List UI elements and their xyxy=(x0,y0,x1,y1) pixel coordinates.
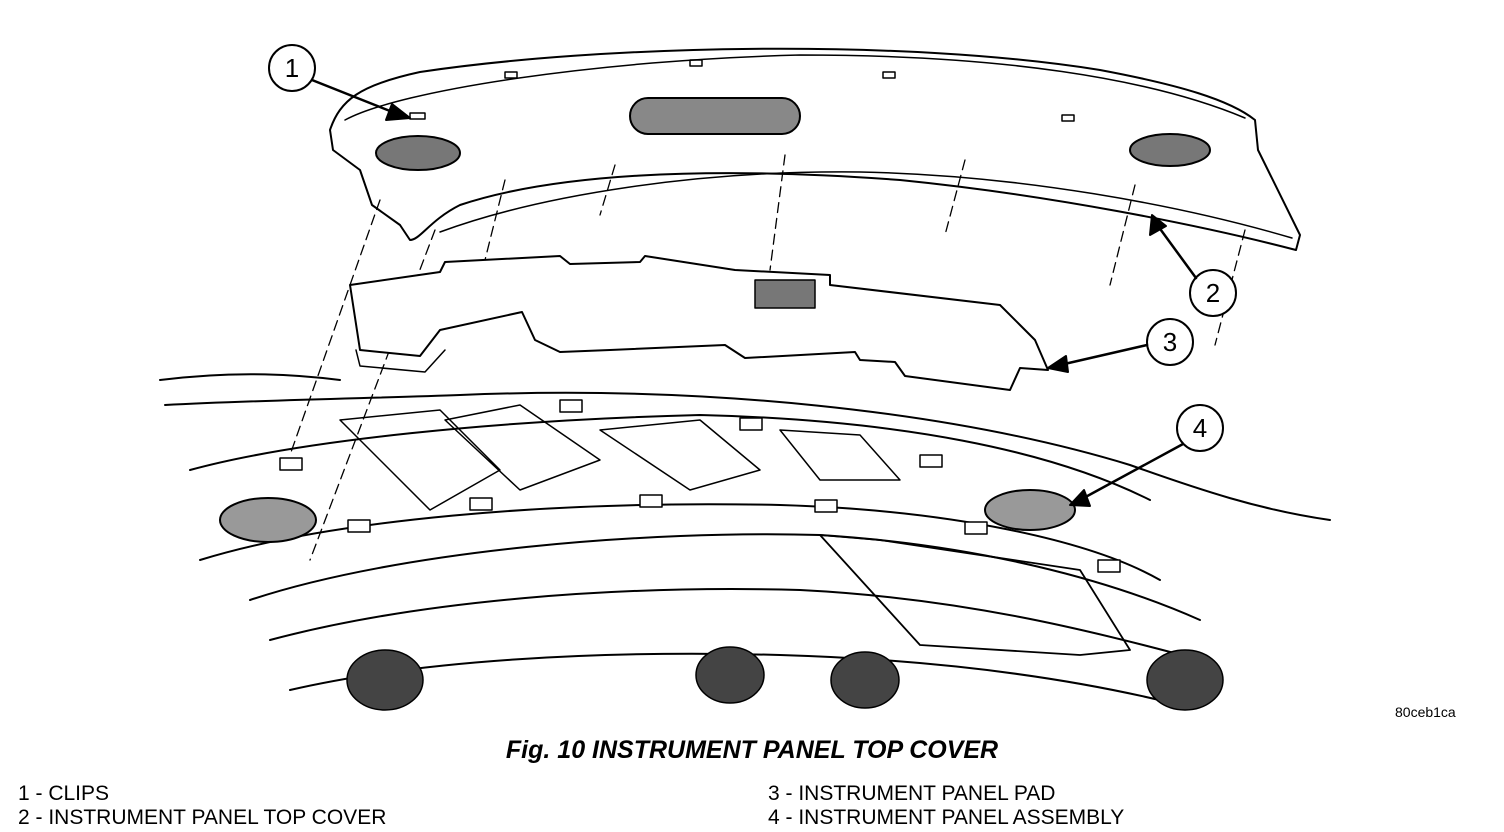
right-speaker-grille xyxy=(1129,133,1211,167)
legend-item-1: 1 - CLIPS xyxy=(18,782,110,805)
callout-3-label: 3 xyxy=(1163,327,1177,357)
instrument-panel-assembly-part xyxy=(159,373,1331,711)
image-code: 80ceb1ca xyxy=(1395,704,1456,720)
right-speaker xyxy=(984,489,1076,531)
legend-item-2: 2 - INSTRUMENT PANEL TOP COVER xyxy=(18,806,387,829)
top-cover-part xyxy=(329,47,1301,251)
right-outer-vent xyxy=(1146,649,1224,711)
figure-caption: Fig. 10 INSTRUMENT PANEL TOP COVER xyxy=(505,736,999,764)
callout-3 xyxy=(1047,318,1194,373)
callout-2-label: 2 xyxy=(1206,278,1220,308)
center-right-vent xyxy=(830,651,900,709)
callout-4 xyxy=(1069,404,1224,507)
legend-item-3: 3 - INSTRUMENT PANEL PAD xyxy=(768,782,1056,805)
center-defrost-grille xyxy=(629,97,801,135)
legend-item-4: 4 - INSTRUMENT PANEL ASSEMBLY xyxy=(768,806,1125,829)
left-outer-vent xyxy=(346,649,424,711)
center-left-vent xyxy=(695,646,765,704)
callout-1 xyxy=(268,44,411,121)
instrument-panel-exploded-diagram: 1 2 3 4 xyxy=(159,44,1331,711)
callout-1-label: 1 xyxy=(285,53,299,83)
callout-2 xyxy=(1149,214,1237,317)
left-speaker-grille xyxy=(375,135,461,171)
instrument-panel-pad-part xyxy=(349,255,1049,391)
left-speaker xyxy=(219,497,317,543)
callout-4-label: 4 xyxy=(1193,413,1207,443)
